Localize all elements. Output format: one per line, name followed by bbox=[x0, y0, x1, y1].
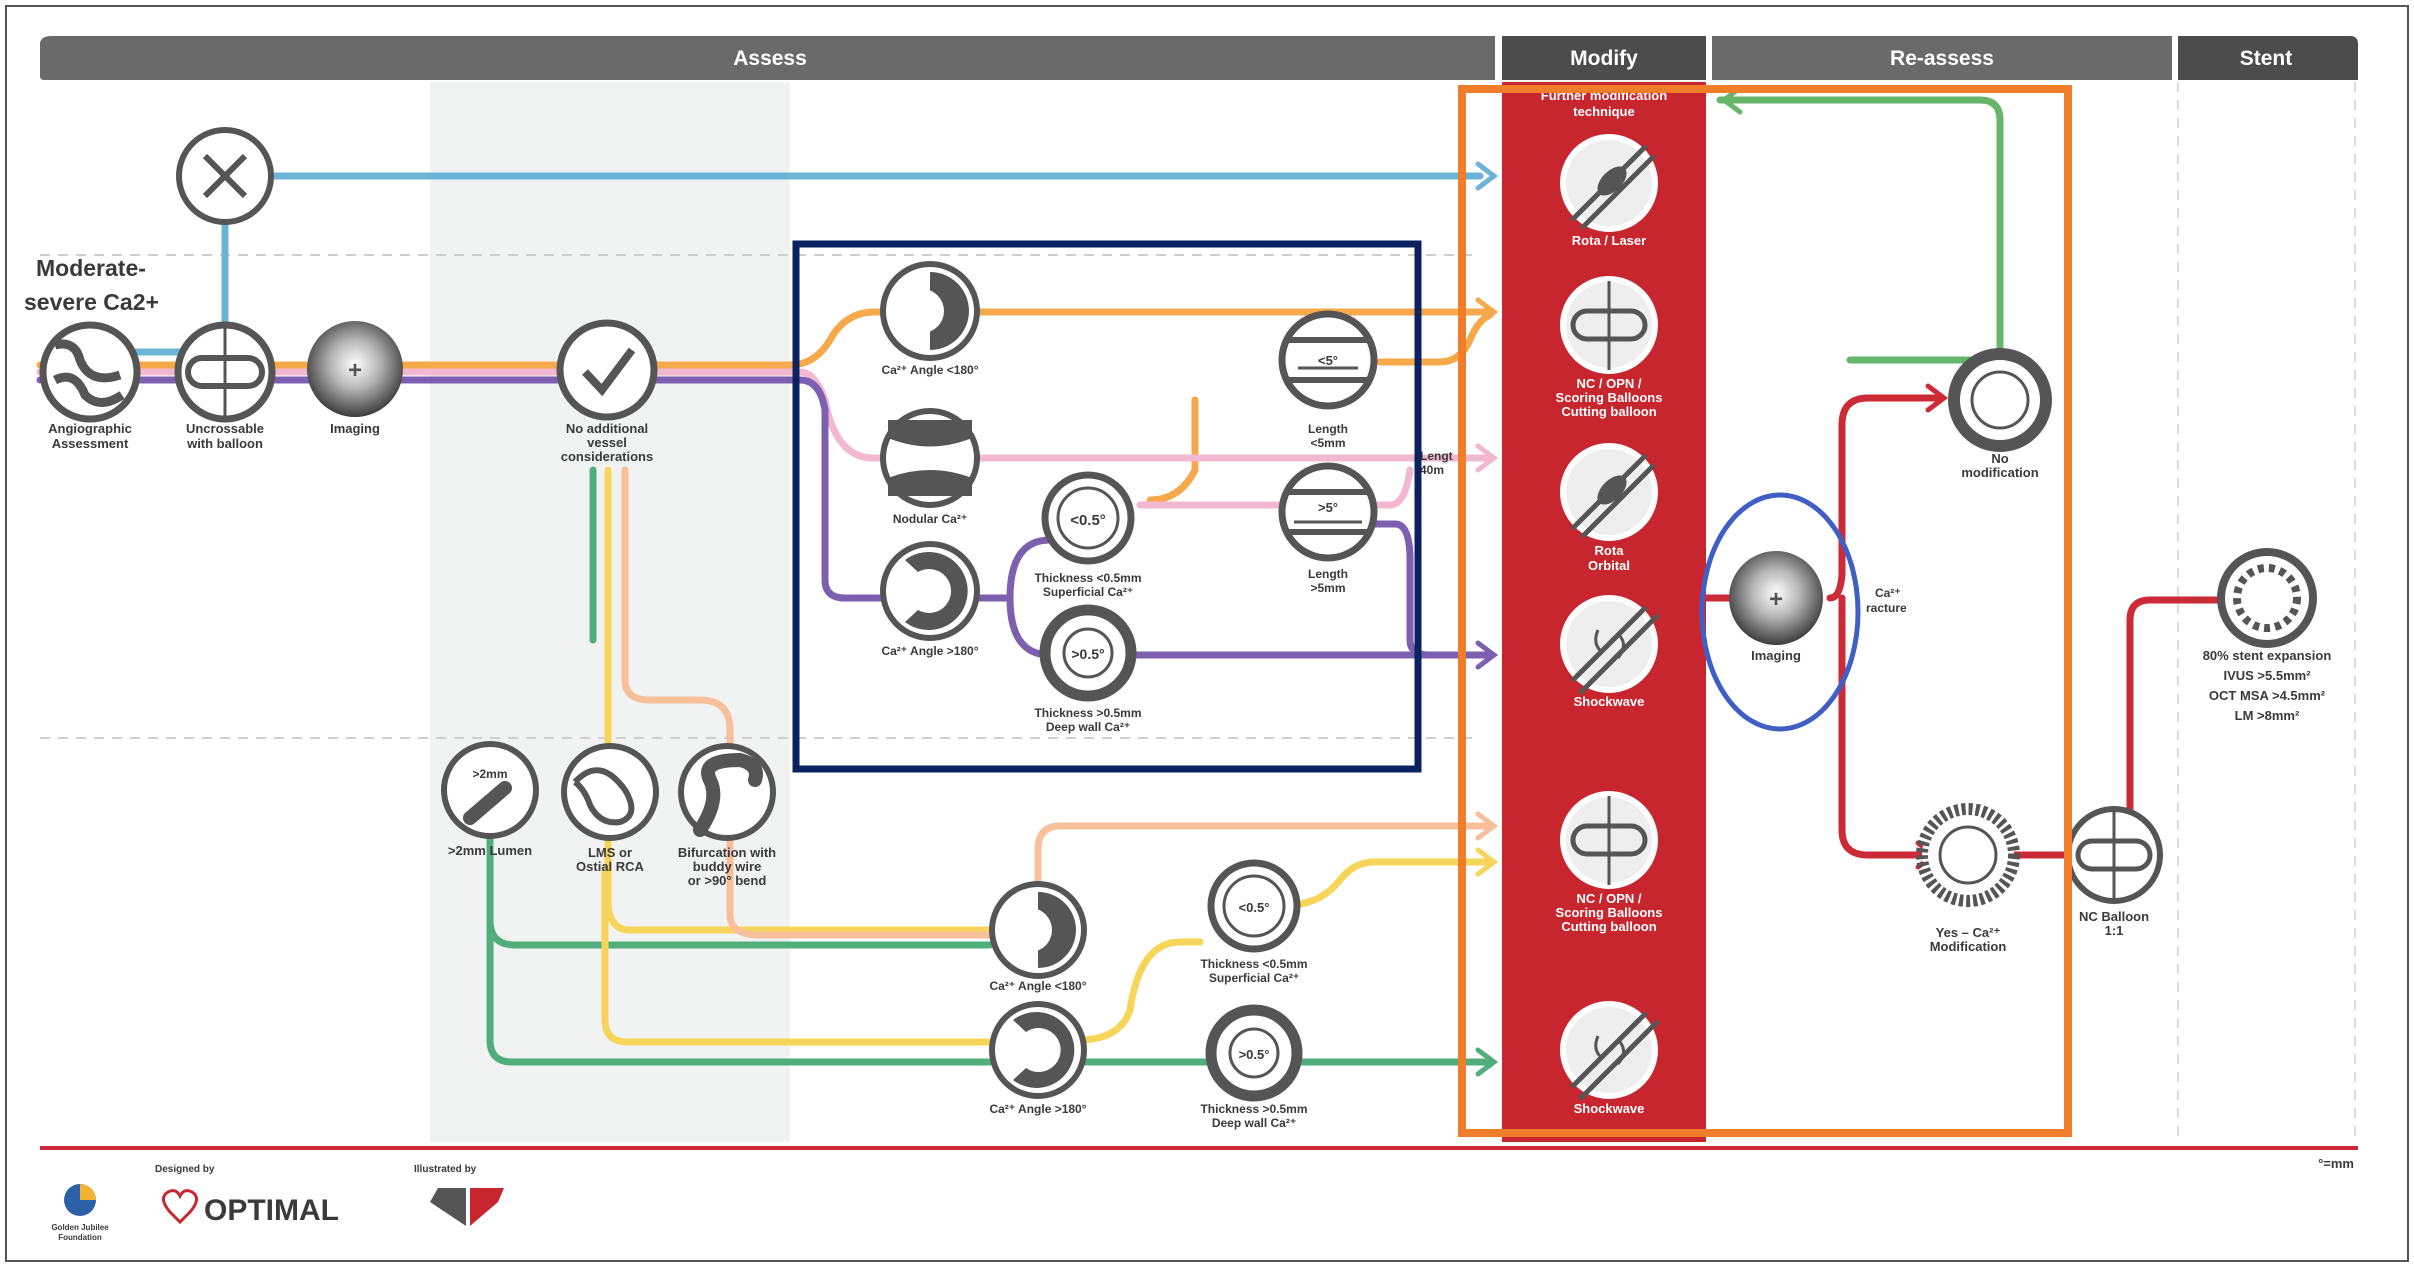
angiographic-label-1: Angiographic bbox=[48, 421, 132, 436]
further-label-2: technique bbox=[1573, 104, 1634, 119]
shockwave-1-label: Shockwave bbox=[1574, 694, 1645, 709]
yes-mod-label-2: Modification bbox=[1930, 939, 2007, 954]
no-mod-label-2: modification bbox=[1961, 465, 2038, 480]
angiographic-node: Angiographic Assessment bbox=[43, 325, 137, 451]
nc-balloon-node: NC Balloon 1:1 bbox=[2068, 809, 2160, 938]
angiographic-label-2: Assessment bbox=[52, 436, 129, 451]
box-angle-gt180-label: Ca²⁺ Angle >180° bbox=[881, 644, 978, 658]
reassess-header-label: Re-assess bbox=[1890, 47, 1994, 70]
nc-balloon-label-1: NC Balloon bbox=[2079, 909, 2149, 924]
golden-label-1: Golden Jubilee bbox=[51, 1223, 109, 1232]
uncrossable-node: Uncrossable with balloon bbox=[178, 325, 272, 451]
box-len-long-label-2: >5mm bbox=[1310, 581, 1345, 595]
box-len-short-label-1: Length bbox=[1308, 422, 1348, 436]
lower-thin-label-2: Superficial Ca²⁺ bbox=[1209, 971, 1299, 985]
lower-thick-node: >0.5° Thickness >0.5mm Deep wall Ca²⁺ bbox=[1200, 1010, 1307, 1130]
nc-opn-1-label-3: Cutting balloon bbox=[1561, 404, 1656, 419]
lower-thick-label-2: Deep wall Ca²⁺ bbox=[1212, 1116, 1296, 1130]
lower-thin-label-1: Thickness <0.5mm bbox=[1200, 957, 1307, 971]
nc-opn-1-label-2: Scoring Balloons bbox=[1556, 390, 1663, 405]
box-thin-node: <0.5° Thickness <0.5mm Superficial Ca²⁺ bbox=[1034, 475, 1141, 599]
bifurcation-label-2: buddy wire bbox=[693, 859, 762, 874]
box-len-long-symbol: >5° bbox=[1318, 500, 1338, 515]
designed-by-label: Designed by bbox=[155, 1164, 215, 1175]
bifurcation-label-1: Bifurcation with bbox=[678, 845, 776, 860]
box-thick-symbol: >0.5° bbox=[1071, 646, 1104, 662]
assess-header-label: Assess bbox=[733, 47, 807, 70]
fracture-label-1: Ca²⁺ bbox=[1875, 586, 1901, 600]
unit-note: °=mm bbox=[2318, 1156, 2354, 1171]
yes-mod-label-1: Yes – Ca²⁺ bbox=[1936, 925, 2001, 940]
lower-thick-label-1: Thickness >0.5mm bbox=[1200, 1102, 1307, 1116]
no-additional-label-3: considerations bbox=[561, 449, 653, 464]
no-additional-label-1: No additional bbox=[566, 421, 648, 436]
reassess-imaging-label: Imaging bbox=[1751, 648, 1801, 663]
no-mod-label-1: No bbox=[1991, 451, 2008, 466]
yes-mod-node: Yes – Ca²⁺ Modification bbox=[1922, 809, 2014, 954]
phase-header-bar: Assess Modify Re-assess Stent bbox=[40, 36, 2358, 80]
stent-header-label: Stent bbox=[2240, 47, 2293, 70]
lms-label-1: LMS or bbox=[588, 845, 632, 860]
box-len-short-label-2: <5mm bbox=[1310, 436, 1345, 450]
rota-orbital-label-1: Rota bbox=[1595, 543, 1625, 558]
box-thin-label-1: Thickness <0.5mm bbox=[1034, 571, 1141, 585]
shockwave-2-label: Shockwave bbox=[1574, 1101, 1645, 1116]
box-thin-label-2: Superficial Ca²⁺ bbox=[1043, 585, 1133, 599]
rota-laser-label: Rota / Laser bbox=[1572, 233, 1646, 248]
bifurcation-label-3: or >90° bend bbox=[688, 873, 767, 888]
box-nodular-label: Nodular Ca²⁺ bbox=[893, 512, 967, 526]
box-len-short-symbol: <5° bbox=[1318, 353, 1338, 368]
stent-expansion-label-2: IVUS >5.5mm² bbox=[2223, 668, 2311, 683]
box-thick-node: >0.5° Thickness >0.5mm Deep wall Ca²⁺ bbox=[1034, 610, 1141, 734]
box-thick-label-2: Deep wall Ca²⁺ bbox=[1046, 720, 1130, 734]
nc-opn-node-1: NC / OPN / Scoring Balloons Cutting ball… bbox=[1556, 279, 1663, 419]
length-partial-label-2: 40m bbox=[1420, 463, 1444, 477]
stent-expansion-label-1: 80% stent expansion bbox=[2203, 648, 2332, 663]
imaging-label: Imaging bbox=[330, 421, 380, 436]
diagram-title-line2: severe Ca2+ bbox=[24, 289, 159, 315]
x-marker-node bbox=[179, 130, 271, 222]
box-len-long-label-1: Length bbox=[1308, 567, 1348, 581]
illustrated-by-label: Illustrated by bbox=[414, 1164, 477, 1175]
lower-thick-symbol: >0.5° bbox=[1239, 1047, 1270, 1062]
nc-opn-2-label-1: NC / OPN / bbox=[1576, 891, 1641, 906]
lower-thin-symbol: <0.5° bbox=[1239, 900, 1270, 915]
box-thick-label-1: Thickness >0.5mm bbox=[1034, 706, 1141, 720]
nc-opn-node-2: NC / OPN / Scoring Balloons Cutting ball… bbox=[1556, 794, 1663, 934]
fracture-label-2: racture bbox=[1866, 601, 1907, 615]
svg-text:+: + bbox=[348, 357, 362, 384]
stent-expansion-label-3: OCT MSA >4.5mm² bbox=[2209, 688, 2326, 703]
modify-header-label: Modify bbox=[1570, 47, 1638, 70]
no-additional-label-2: vessel bbox=[587, 435, 627, 450]
lumen-symbol: >2mm bbox=[472, 767, 507, 781]
length-partial-label-1: Lengt bbox=[1420, 449, 1453, 463]
svg-text:+: + bbox=[1769, 586, 1783, 613]
nc-opn-2-label-3: Cutting balloon bbox=[1561, 919, 1656, 934]
uncrossable-label-1: Uncrossable bbox=[186, 421, 264, 436]
golden-label-2: Foundation bbox=[58, 1233, 102, 1242]
lumen-label: >2mm Lumen bbox=[448, 843, 532, 858]
lms-label-2: Ostial RCA bbox=[576, 859, 645, 874]
rota-orbital-label-2: Orbital bbox=[1588, 558, 1630, 573]
nc-opn-1-label-1: NC / OPN / bbox=[1576, 376, 1641, 391]
box-angle-lt180-label: Ca²⁺ Angle <180° bbox=[881, 363, 978, 377]
lower-angle-gt180-label: Ca²⁺ Angle >180° bbox=[989, 1102, 1086, 1116]
box-thin-symbol: <0.5° bbox=[1070, 512, 1106, 529]
uncrossable-label-2: with balloon bbox=[186, 436, 263, 451]
diagram-title-line1: Moderate- bbox=[36, 255, 146, 281]
optimal-wordmark: OPTIMAL bbox=[204, 1194, 339, 1227]
nc-balloon-label-2: 1:1 bbox=[2105, 923, 2124, 938]
lower-angle-lt180-label: Ca²⁺ Angle <180° bbox=[989, 979, 1086, 993]
lower-thin-node: <0.5° Thickness <0.5mm Superficial Ca²⁺ bbox=[1200, 863, 1307, 985]
nc-opn-2-label-2: Scoring Balloons bbox=[1556, 905, 1663, 920]
stent-expansion-label-4: LM >8mm² bbox=[2235, 708, 2300, 723]
frame-border bbox=[6, 6, 2408, 1261]
